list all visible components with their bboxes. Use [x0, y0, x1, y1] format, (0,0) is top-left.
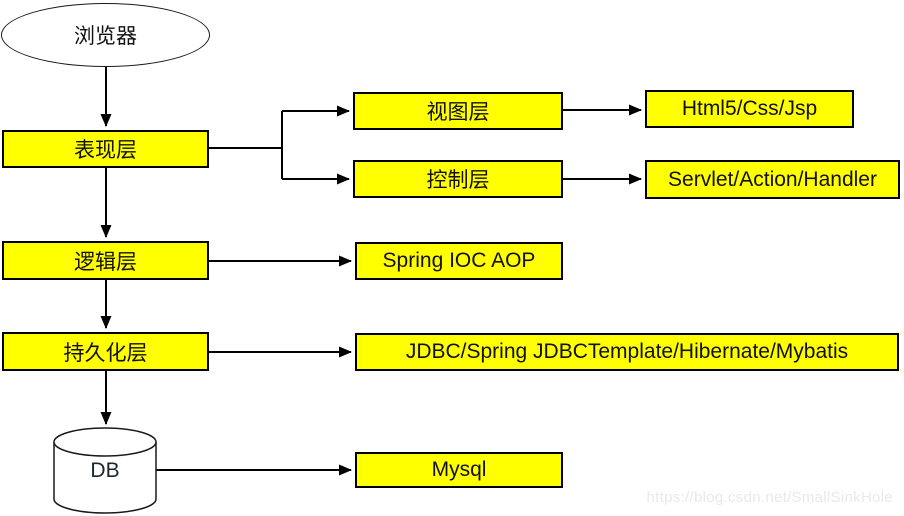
node-servlet-action-handler: Servlet/Action/Handler [645, 160, 900, 199]
node-presentation-layer: 表现层 [2, 130, 209, 168]
node-html5-css-jsp: Html5/Css/Jsp [645, 90, 854, 128]
watermark-url: https://blog.csdn.net/SmallSinkHole [646, 489, 893, 506]
db-cylinder-shape [53, 427, 157, 514]
node-browser: 浏览器 [1, 3, 210, 67]
node-mysql: Mysql [355, 452, 563, 488]
node-jdbc-frameworks: JDBC/Spring JDBCTemplate/Hibernate/Mybat… [355, 333, 899, 371]
node-spring-ioc-aop: Spring IOC AOP [355, 242, 563, 280]
flow-arrows [100, 67, 642, 476]
node-persistence-layer: 持久化层 [2, 332, 209, 371]
node-db-label: DB [90, 459, 120, 482]
node-logic-layer: 逻辑层 [2, 241, 209, 280]
node-view-layer: 视图层 [353, 92, 563, 130]
node-control-layer: 控制层 [353, 160, 563, 198]
